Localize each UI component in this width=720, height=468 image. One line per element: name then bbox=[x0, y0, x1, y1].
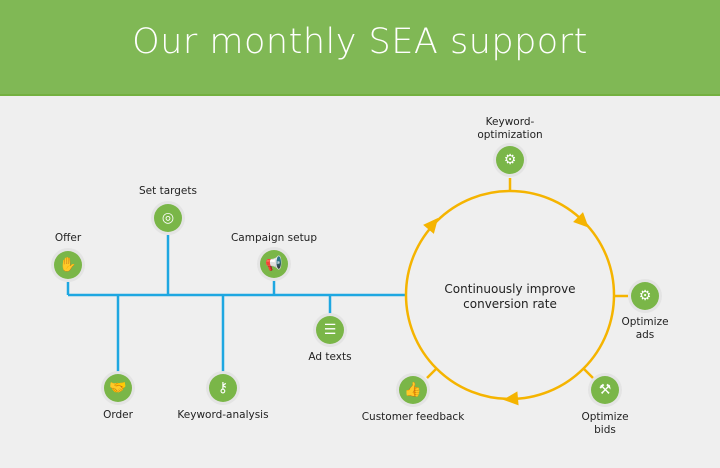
label-order: Order bbox=[103, 409, 133, 421]
label-line-1: Optimize bbox=[621, 316, 669, 328]
gavel-icon: ⚒ bbox=[591, 376, 619, 404]
cycle-arrows bbox=[423, 212, 589, 406]
label-ad-texts: Ad texts bbox=[308, 351, 352, 363]
arrow-up-right bbox=[423, 217, 439, 234]
arrow-down-right bbox=[573, 212, 589, 228]
cycle-center-text: Continuously improve conversion rate bbox=[430, 282, 590, 312]
label-keyword-optimization: Keyword- optimization bbox=[430, 116, 590, 142]
document-icon: ☰ bbox=[316, 316, 344, 344]
target-icon: ◎ bbox=[154, 204, 182, 232]
center-line-2: conversion rate bbox=[463, 297, 557, 311]
arrow-left bbox=[503, 391, 519, 406]
thumbs-up-chat-icon: 👍 bbox=[399, 376, 427, 404]
document-gears-icon: ⚙ bbox=[631, 282, 659, 310]
label-line-1: Keyword- bbox=[485, 116, 535, 128]
label-set-targets: Set targets bbox=[139, 185, 197, 197]
timeline-lines bbox=[66, 235, 405, 372]
label-line-2: bids bbox=[594, 424, 616, 436]
header-banner: Our monthly SEA support bbox=[0, 0, 720, 96]
label-customer-feedback: Customer feedback bbox=[361, 411, 465, 423]
label-keyword-analysis: Keyword-analysis bbox=[177, 409, 269, 421]
hand-icon: ✋ bbox=[54, 251, 82, 279]
handshake-icon: 🤝 bbox=[104, 374, 132, 402]
label-optimize-ads: Optimize ads bbox=[565, 316, 720, 342]
key-gears-icon: ⚙ bbox=[496, 146, 524, 174]
center-line-1: Continuously improve bbox=[444, 282, 576, 296]
label-line-2: ads bbox=[635, 329, 655, 341]
label-line-2: optimization bbox=[477, 129, 543, 141]
tick-feedback bbox=[426, 368, 437, 379]
label-optimize-bids: Optimize bids bbox=[525, 411, 685, 437]
key-icon: ⚷ bbox=[209, 374, 237, 402]
label-offer: Offer bbox=[54, 232, 82, 244]
label-line-1: Optimize bbox=[581, 411, 629, 423]
page-title: Our monthly SEA support bbox=[132, 22, 588, 62]
megaphone-icon: 📢 bbox=[260, 250, 288, 278]
label-campaign-setup: Campaign setup bbox=[230, 232, 318, 244]
tick-optimize-bids bbox=[583, 368, 594, 379]
